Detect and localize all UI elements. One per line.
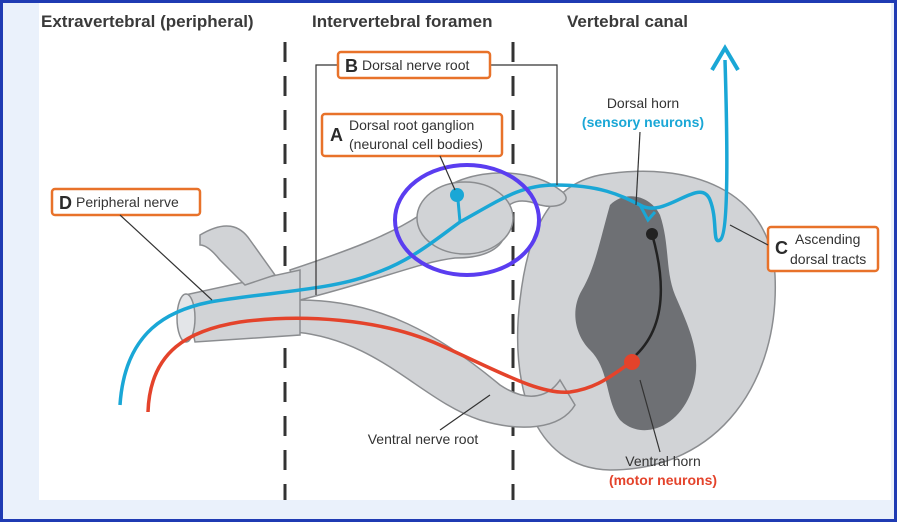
ventral-root-label: Ventral nerve root (368, 431, 479, 447)
label-d-letter: D (59, 193, 72, 213)
header-canal: Vertebral canal (567, 12, 688, 31)
label-b-letter: B (345, 56, 358, 76)
label-c-letter: C (775, 238, 788, 258)
header-extravertebral: Extravertebral (peripheral) (41, 12, 254, 31)
interneuron-cell-body (646, 228, 658, 240)
label-c-line2: dorsal tracts (790, 251, 866, 267)
label-d-text: Peripheral nerve (76, 194, 179, 210)
label-d-leader (120, 215, 212, 300)
label-a-letter: A (330, 125, 343, 145)
label-c-line1: Ascending (795, 231, 860, 247)
sensory-neurons-label: (sensory neurons) (582, 114, 704, 130)
ventral-horn-label: Ventral horn (625, 453, 701, 469)
ganglion-cell-body (450, 188, 464, 202)
header-foramen: Intervertebral foramen (312, 12, 492, 31)
ganglion-axon-stub (458, 200, 460, 222)
peripheral-branch (200, 226, 275, 285)
label-a-line2: (neuronal cell bodies) (349, 136, 483, 152)
label-b-text: Dorsal nerve root (362, 57, 469, 73)
dorsal-horn-label: Dorsal horn (607, 95, 679, 111)
motor-neurons-label: (motor neurons) (609, 472, 717, 488)
label-a-line1: Dorsal root ganglion (349, 117, 474, 133)
motor-neuron-cell-body (624, 354, 640, 370)
